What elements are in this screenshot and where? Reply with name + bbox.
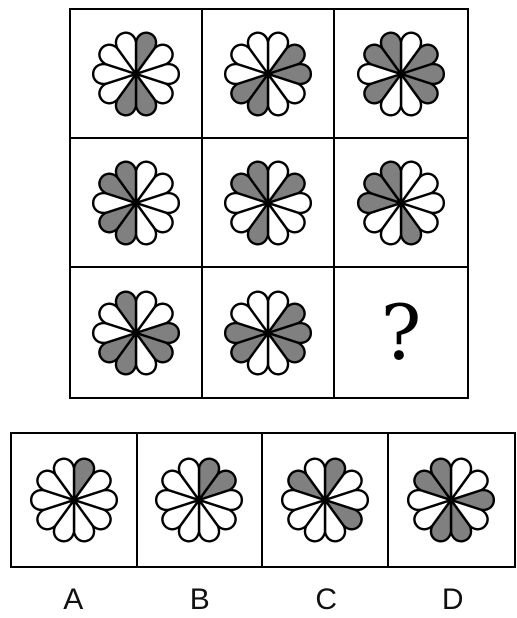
- flower-icon: [28, 454, 120, 546]
- flower-icon: [90, 157, 182, 249]
- option-label-b: B: [137, 582, 264, 618]
- grid-cell-2: [203, 10, 335, 139]
- flower-center: [133, 330, 138, 335]
- flower-center: [449, 497, 454, 502]
- question-mark: ?: [381, 295, 422, 371]
- flower-icon: [355, 157, 447, 249]
- option-a[interactable]: [12, 434, 138, 566]
- option-label-a: A: [10, 582, 137, 618]
- flower-icon: [222, 28, 314, 120]
- flower-icon: [405, 454, 497, 546]
- option-label-d: D: [390, 582, 517, 618]
- puzzle-grid: ?: [69, 8, 469, 399]
- flower-center: [133, 200, 138, 205]
- answer-options: [10, 432, 516, 568]
- flower-icon: [279, 454, 371, 546]
- grid-cell-8: [203, 268, 335, 397]
- grid-cell-5: [203, 139, 335, 268]
- flower-center: [398, 71, 403, 76]
- option-label-c: C: [263, 582, 390, 618]
- flower-icon: [90, 28, 182, 120]
- flower-icon: [153, 454, 245, 546]
- grid-cell-6: [335, 139, 467, 268]
- flower-center: [265, 330, 270, 335]
- flower-icon: [355, 28, 447, 120]
- flower-center: [133, 71, 138, 76]
- option-b[interactable]: [138, 434, 264, 566]
- grid-cell-3: [335, 10, 467, 139]
- option-labels: A B C D: [10, 582, 516, 618]
- flower-center: [71, 497, 76, 502]
- option-c[interactable]: [263, 434, 389, 566]
- flower-center: [322, 497, 327, 502]
- flower-icon: [222, 287, 314, 379]
- flower-center: [197, 497, 202, 502]
- grid-cell-4: [71, 139, 203, 268]
- flower-center: [265, 200, 270, 205]
- flower-center: [398, 200, 403, 205]
- flower-center: [265, 71, 270, 76]
- flower-icon: [90, 287, 182, 379]
- flower-icon: [222, 157, 314, 249]
- grid-cell-1: [71, 10, 203, 139]
- option-d[interactable]: [389, 434, 515, 566]
- grid-cell-question: ?: [335, 268, 467, 397]
- grid-cell-7: [71, 268, 203, 397]
